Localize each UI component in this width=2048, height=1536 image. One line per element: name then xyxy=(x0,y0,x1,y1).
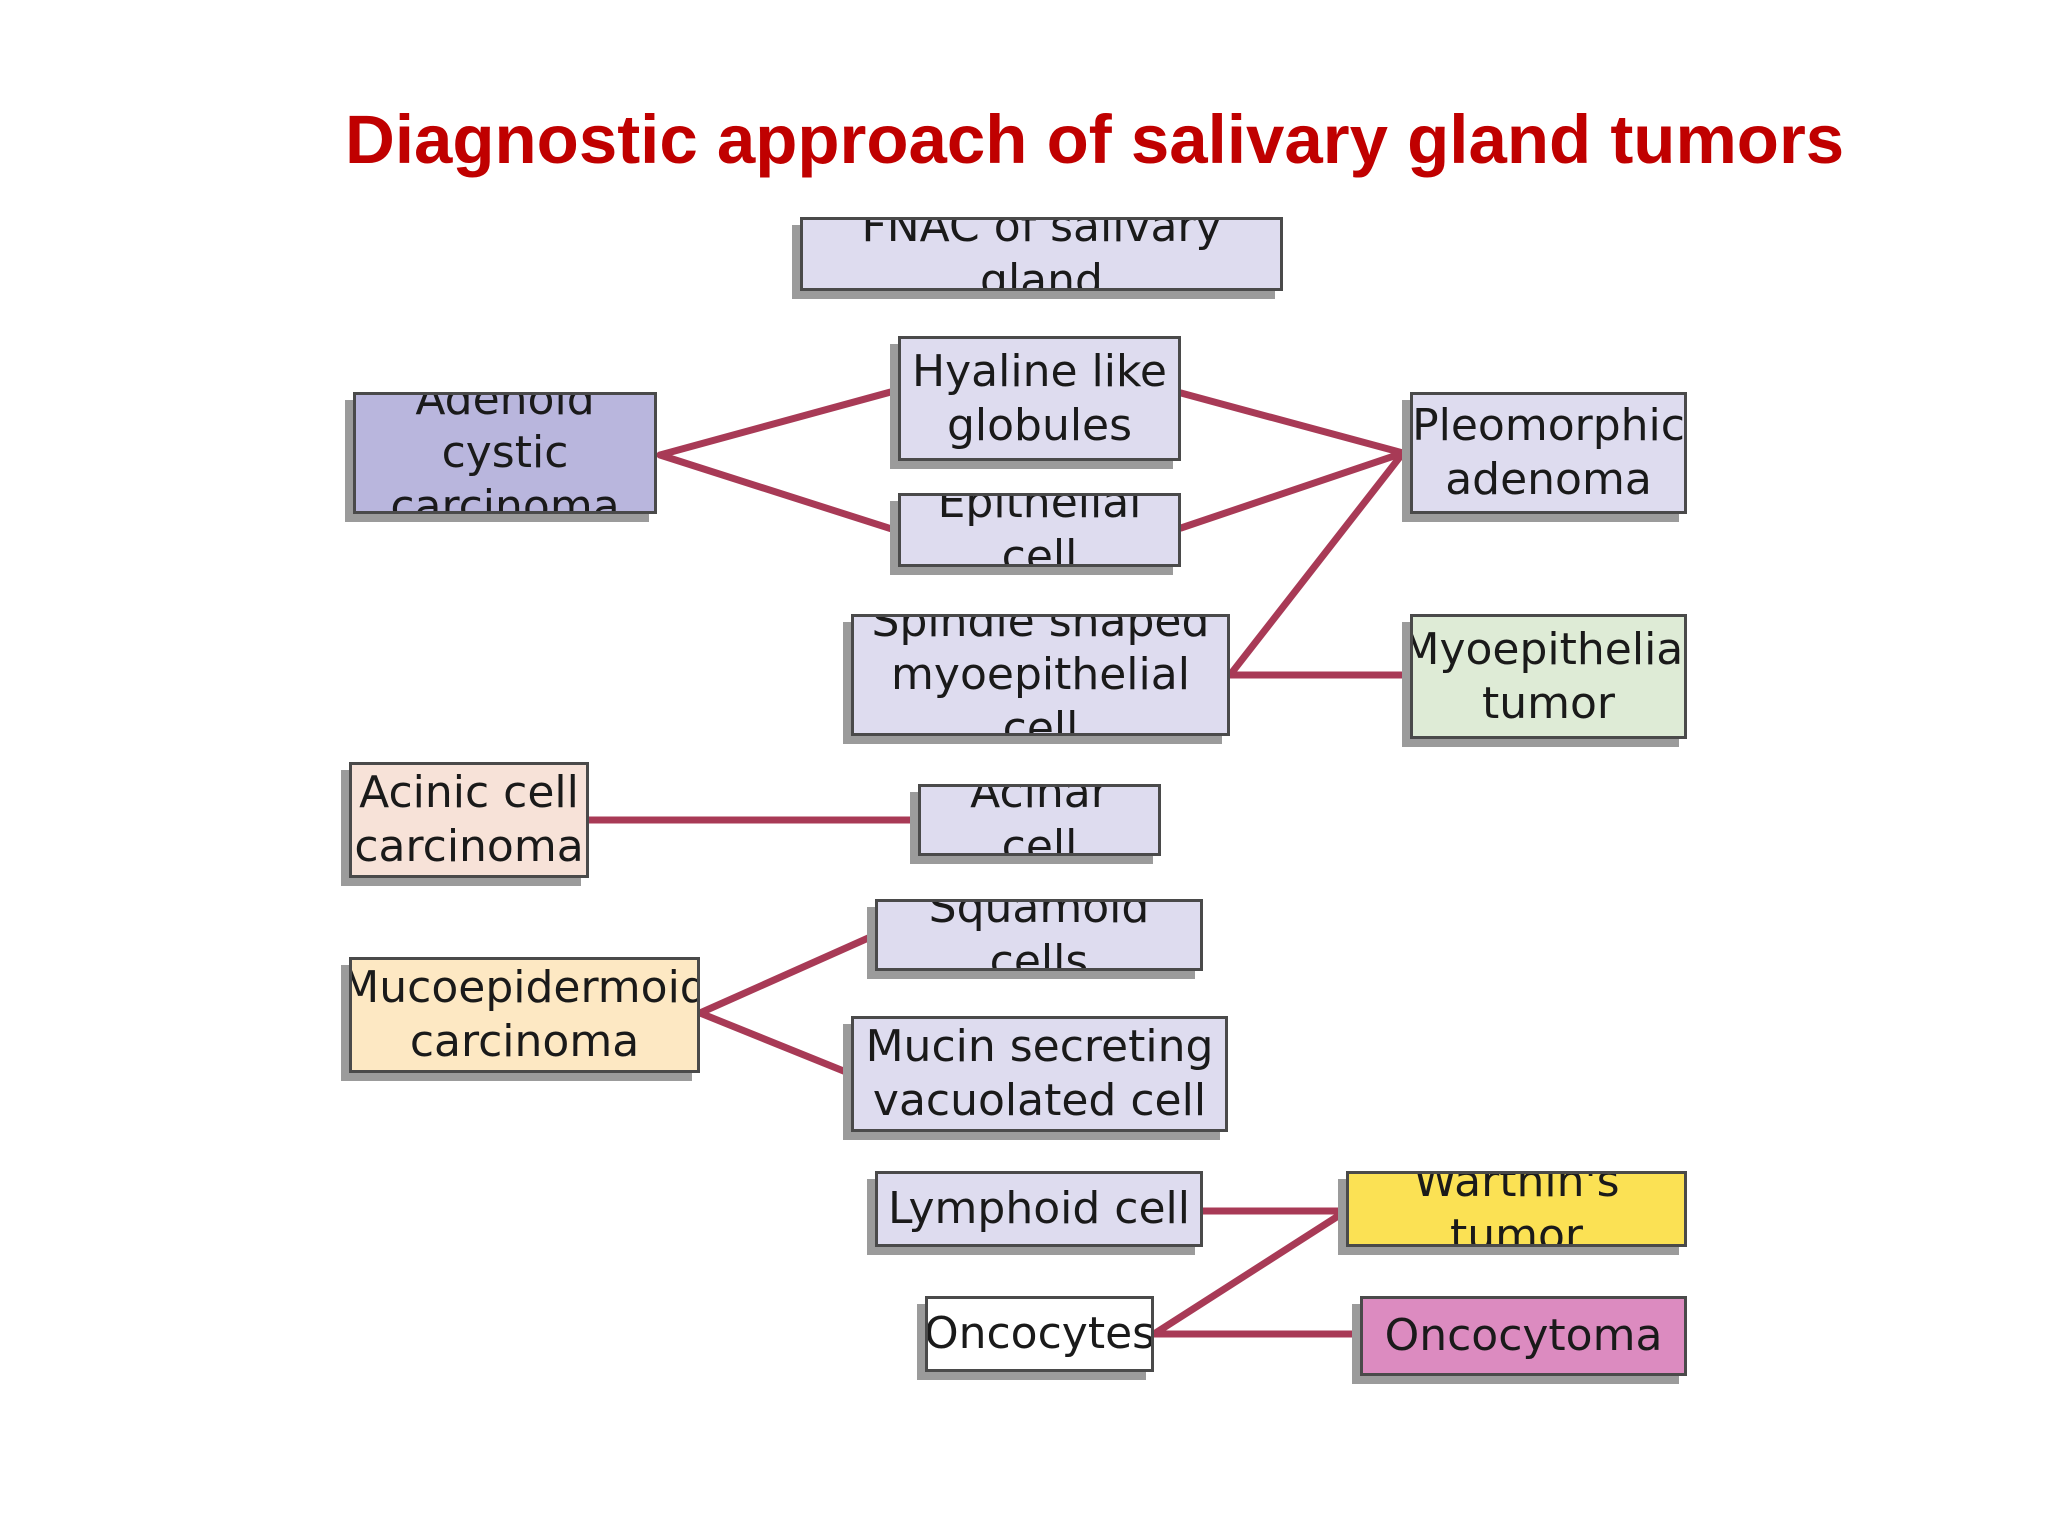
mucin-secreting-box: Mucin secreting vacuolated cell xyxy=(851,1016,1228,1132)
pleomorphic-adenoma-box: Pleomorphic adenoma xyxy=(1410,392,1687,514)
lymphoid-cell-box: Lymphoid cell xyxy=(875,1171,1203,1247)
connector-oncocytes-to-warthin xyxy=(1150,1207,1350,1338)
acinar-cell-box: Acinar cell xyxy=(918,784,1161,856)
connector-adenoid_cystic-to-hyaline xyxy=(656,386,902,459)
warthins-tumor-box: Warthin's tumor xyxy=(1346,1171,1687,1247)
connector-spindle-to-pleomorphic xyxy=(1226,449,1407,679)
page-title: Diagnostic approach of salivary gland tu… xyxy=(345,101,1845,178)
connector-mucoepidermoid-to-mucin xyxy=(696,1009,855,1078)
fnac-box: FNAC of salivary gland xyxy=(800,217,1283,291)
oncocytoma-box: Oncocytoma xyxy=(1360,1296,1687,1376)
myoepithelial-tumor-box: Myoepithelial tumor xyxy=(1410,614,1687,739)
acinic-cell-carcinoma-box: Acinic cell carcinoma xyxy=(349,762,589,878)
connector-mucoepidermoid-to-squamoid xyxy=(696,931,879,1017)
mucoepidermoid-carcinoma-box: Mucoepidermoid carcinoma xyxy=(349,957,700,1073)
hyaline-globules-box: Hyaline like globules xyxy=(898,336,1181,461)
connector-adenoid_cystic-to-epithelial xyxy=(656,451,902,535)
epithelial-cell-box: Epithelial cell xyxy=(898,493,1181,567)
oncocytes-box: Oncocytes xyxy=(925,1296,1154,1372)
connector-hyaline-to-pleomorphic xyxy=(1177,389,1407,457)
adenoid-cystic-carcinoma-box: Adenoid cystic carcinoma xyxy=(353,392,657,514)
squamoid-cells-box: Squamoid cells xyxy=(875,899,1203,971)
spindle-myoepithelial-box: Spindle shaped myoepithelial cell xyxy=(851,614,1230,736)
connector-epithelial-to-pleomorphic xyxy=(1177,449,1407,532)
